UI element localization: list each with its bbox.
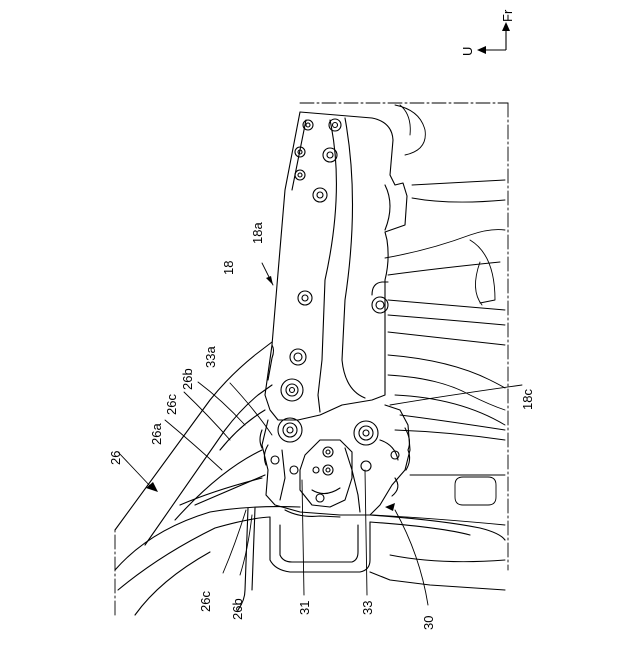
label-26b-bottom: 26b [230,598,245,620]
leader-26a [165,420,222,470]
compass-up-label: U [460,47,475,56]
leader-lines [165,263,522,605]
label-26a: 26a [149,423,164,445]
front-arrowhead-icon [502,22,510,31]
leader-26b-top [198,382,245,425]
label-18: 18 [221,261,236,275]
label-31: 31 [297,601,312,615]
leader-26 [118,452,152,488]
label-26c-top: 26c [164,394,179,415]
leader-26c-bottom [223,510,246,573]
label-30: 30 [421,616,436,630]
lower-rail [115,507,505,615]
label-26: 26 [108,451,123,465]
label-33: 33 [360,601,375,615]
part-33 [260,405,410,517]
leader-31 [302,480,304,595]
label-18c: 18c [520,389,535,410]
background-structure [372,105,505,562]
label-26c-bottom: 26c [198,591,213,612]
bracket-holes [281,119,388,401]
up-arrowhead-icon [477,46,486,54]
compass-front-label: Fr [500,9,515,22]
direction-indicator: Fr U [460,9,515,56]
label-33a: 33a [203,346,218,368]
label-26b-top: 26b [180,368,195,390]
leader-33 [365,470,367,595]
part-31 [300,440,352,507]
label-18a: 18a [250,222,265,244]
leader-26c-top [184,392,230,440]
border-lines [115,103,508,615]
bolts [271,418,399,474]
